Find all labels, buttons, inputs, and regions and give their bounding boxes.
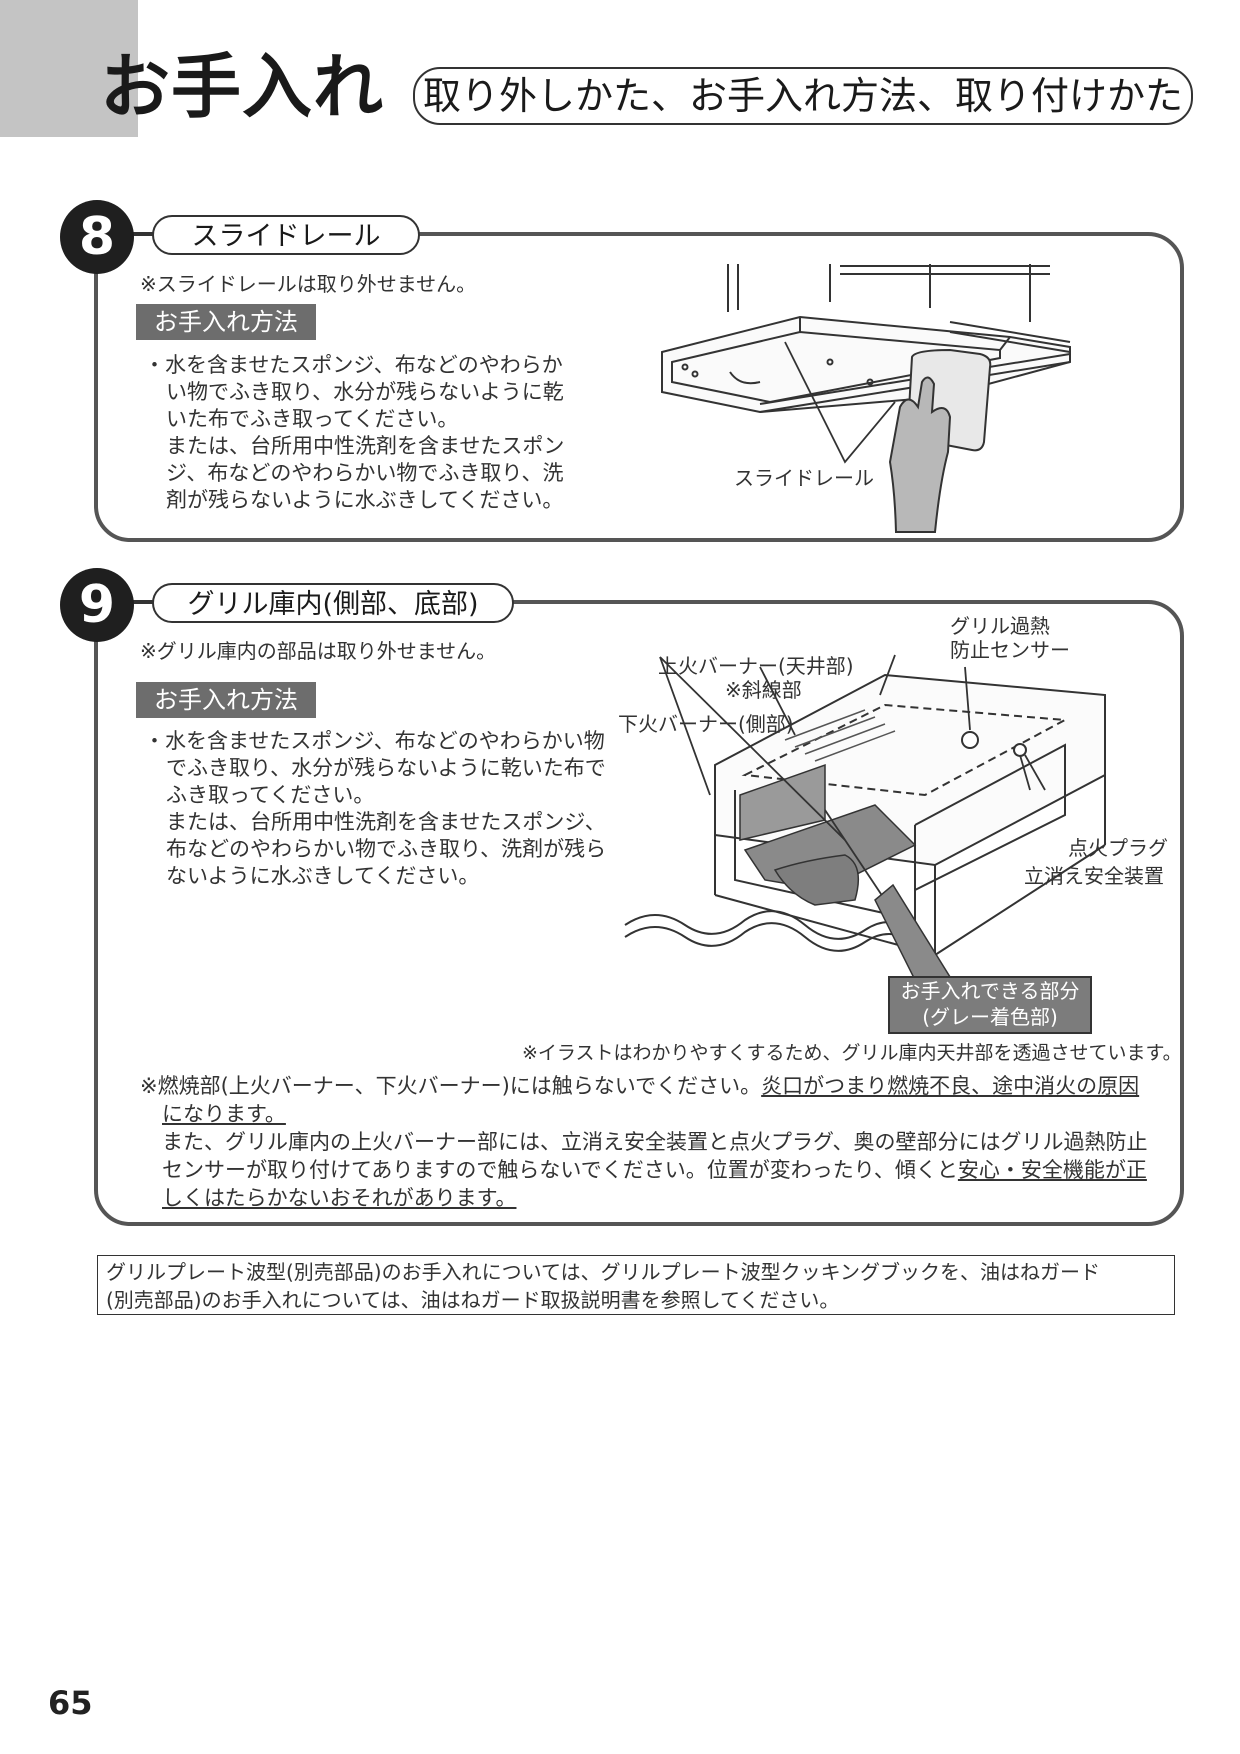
section-9-title: グリル庫内(側部、底部) bbox=[152, 583, 514, 623]
section-9-instructions: ・水を含ませたスポンジ、布などのやわらかい物 でふき取り、水分が残らないように乾… bbox=[144, 728, 606, 890]
page-number: 65 bbox=[48, 1684, 93, 1722]
slide-rail-label: スライドレール bbox=[734, 466, 874, 490]
cleanable-area-label-line2: (グレー着色部) bbox=[922, 1005, 1058, 1029]
flame-safety-label: 立消え安全装置 bbox=[1024, 864, 1164, 888]
instruction-line: い物でふき取り、水分が残らないように乾 bbox=[166, 380, 564, 404]
section-8-frame bbox=[94, 232, 1184, 542]
overheat-sensor-label-line2: 防止センサー bbox=[950, 638, 1070, 662]
section-8-connector bbox=[128, 232, 158, 236]
instruction-line: ふき取ってください。 bbox=[166, 783, 375, 807]
warning-line-1: ※燃焼部(上火バーナー、下火バーナー)には触らないでください。炎口がつまり燃焼不… bbox=[140, 1074, 1140, 1098]
section-9-number-badge: 9 bbox=[60, 568, 134, 642]
section-9-frame bbox=[94, 600, 1184, 1226]
section-9-note: ※グリル庫内の部品は取り外せません。 bbox=[140, 639, 497, 663]
section-9-method-label: お手入れ方法 bbox=[136, 682, 316, 718]
section-8-number-badge: 8 bbox=[60, 200, 134, 274]
reference-note-line1: グリルプレート波型(別売部品)のお手入れについては、グリルプレート波型クッキング… bbox=[106, 1260, 1101, 1284]
cleanable-area-label: お手入れできる部分 (グレー着色部) bbox=[888, 976, 1092, 1034]
instruction-line: ないように水ぶきしてください。 bbox=[166, 864, 480, 888]
warning-line-5: しくはたらかないおそれがあります。 bbox=[162, 1186, 517, 1210]
instruction-line: 布などのやわらかい物でふき取り、洗剤が残ら bbox=[166, 837, 607, 861]
warning-line-3: また、グリル庫内の上火バーナー部には、立消え安全装置と点火プラグ、奥の壁部分には… bbox=[162, 1130, 1148, 1154]
figure-caption: ※イラストはわかりやすくするため、グリル庫内天井部を透過させています。 bbox=[522, 1042, 1182, 1064]
warning-line-2: になります。 bbox=[162, 1102, 286, 1126]
instruction-line: または、台所用中性洗剤を含ませたスポンジ、 bbox=[166, 810, 606, 834]
instruction-line: でふき取り、水分が残らないように乾いた布で bbox=[166, 756, 606, 780]
section-8-note: ※スライドレールは取り外せません。 bbox=[140, 272, 477, 296]
chapter-subtitle: 取り外しかた、お手入れ方法、取り付けかた bbox=[413, 67, 1193, 125]
slide-rail-illustration bbox=[661, 264, 1071, 533]
instruction-line: ・水を含ませたスポンジ、布などのやわらかい物 bbox=[144, 729, 605, 753]
ignition-plug-label: 点火プラグ bbox=[1068, 836, 1168, 860]
instruction-line: ・水を含ませたスポンジ、布などのやわらか bbox=[144, 353, 563, 377]
cleanable-area-label-line1: お手入れできる部分 bbox=[900, 979, 1080, 1003]
upper-burner-label-line2: ※斜線部 bbox=[725, 678, 802, 702]
reference-note-box: グリルプレート波型(別売部品)のお手入れについては、グリルプレート波型クッキング… bbox=[97, 1255, 1175, 1315]
section-9-connector bbox=[128, 600, 158, 604]
lower-burner-label: 下火バーナー(側部) bbox=[618, 712, 794, 736]
instruction-line: ジ、布などのやわらかい物でふき取り、洗 bbox=[166, 461, 564, 485]
chapter-title: お手入れ bbox=[100, 46, 384, 128]
upper-burner-label-line1: 上火バーナー(天井部) bbox=[658, 654, 854, 678]
warning-line-4: センサーが取り付けてありますので触らないでください。位置が変わったり、傾くと安心… bbox=[162, 1158, 1147, 1182]
section-9-warning: ※燃焼部(上火バーナー、下火バーナー)には触らないでください。炎口がつまり燃焼不… bbox=[140, 1072, 1148, 1212]
instruction-line: いた布でふき取ってください。 bbox=[166, 407, 459, 431]
section-8-title: スライドレール bbox=[152, 215, 420, 255]
overheat-sensor-label-line1: グリル過熱 bbox=[950, 614, 1050, 638]
grill-interior-illustration bbox=[624, 654, 1106, 1002]
section-8-method-label: お手入れ方法 bbox=[136, 304, 316, 340]
instruction-line: または、台所用中性洗剤を含ませたスポン bbox=[166, 434, 565, 458]
chapter-tab-block bbox=[0, 0, 138, 137]
reference-note-line2: (別売部品)のお手入れについては、油はねガード取扱説明書を参照してください。 bbox=[106, 1288, 840, 1312]
instruction-line: 剤が残らないように水ぶきしてください。 bbox=[166, 488, 564, 512]
section-8-instructions: ・水を含ませたスポンジ、布などのやわらか い物でふき取り、水分が残らないように乾… bbox=[144, 352, 564, 514]
